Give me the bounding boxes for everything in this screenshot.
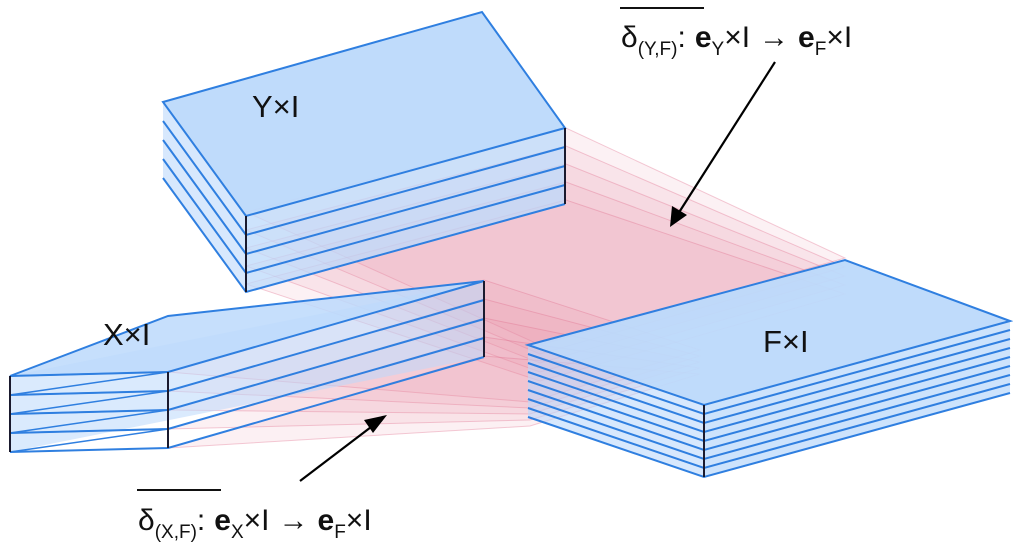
arrow-top bbox=[670, 61, 776, 227]
annotation-bottom-colon: : bbox=[197, 504, 205, 537]
annotation-top-e1-sub: Y bbox=[712, 39, 725, 60]
svg-text:δ(X,F):eX×I→eF×I: δ(X,F):eX×I→eF×I bbox=[138, 504, 372, 543]
annotation-top-mid: ×I bbox=[724, 21, 750, 54]
annotation-top-colon: : bbox=[677, 21, 685, 54]
slab-x-layer-diag bbox=[9, 428, 169, 453]
slab-x-layer-front bbox=[9, 390, 169, 396]
slab-x-layer-front bbox=[9, 409, 169, 415]
slab-x-body bbox=[10, 281, 484, 452]
slab-y-label: Y×I bbox=[252, 89, 299, 124]
annotation-bottom-mid: ×I bbox=[244, 504, 270, 537]
annotation-top-delta: δ bbox=[621, 21, 638, 54]
slab-f-top-face bbox=[524, 258, 1013, 407]
slab-y bbox=[161, 10, 567, 294]
slab-x-layer-diag bbox=[9, 409, 169, 434]
slab-f bbox=[524, 258, 1013, 479]
annotation-bottom: δ(X,F):eX×I→eF×I bbox=[137, 489, 372, 543]
slab-x-label: X×I bbox=[103, 317, 150, 352]
annotation-top-e2: e bbox=[798, 21, 815, 54]
annotation-top-e2-sub: F bbox=[815, 39, 827, 60]
annotation-bottom-arrow: → bbox=[279, 504, 309, 537]
annotation-top-delta-sub: (Y,F) bbox=[638, 39, 678, 60]
annotation-bottom-e2: e bbox=[318, 504, 335, 537]
annotation-bottom-delta: δ bbox=[138, 504, 155, 537]
annotation-top-arrow: → bbox=[759, 21, 789, 54]
annotation-bottom-end: ×I bbox=[346, 504, 372, 537]
annotation-top-end: ×I bbox=[826, 21, 852, 54]
slab-x-layer-diag bbox=[9, 371, 169, 396]
slab-x-layer-front bbox=[9, 428, 169, 434]
slab-x bbox=[9, 280, 485, 453]
annotation-bottom-delta-sub: (X,F) bbox=[155, 522, 197, 543]
arrow-bottom bbox=[299, 415, 387, 482]
svg-text:δ(Y,F):eY×I→eF×I: δ(Y,F):eY×I→eF×I bbox=[621, 21, 852, 60]
annotation-top-e1: e bbox=[695, 21, 712, 54]
annotation-top: δ(Y,F):eY×I→eF×I bbox=[620, 7, 852, 60]
slab-x-layer-diag bbox=[9, 390, 169, 415]
annotation-bottom-e1-sub: X bbox=[231, 522, 244, 543]
annotation-bottom-e2-sub: F bbox=[334, 522, 346, 543]
slab-f-label: F×I bbox=[763, 324, 809, 359]
slab-x-layer-front bbox=[9, 371, 169, 377]
annotation-bottom-e1: e bbox=[214, 504, 231, 537]
